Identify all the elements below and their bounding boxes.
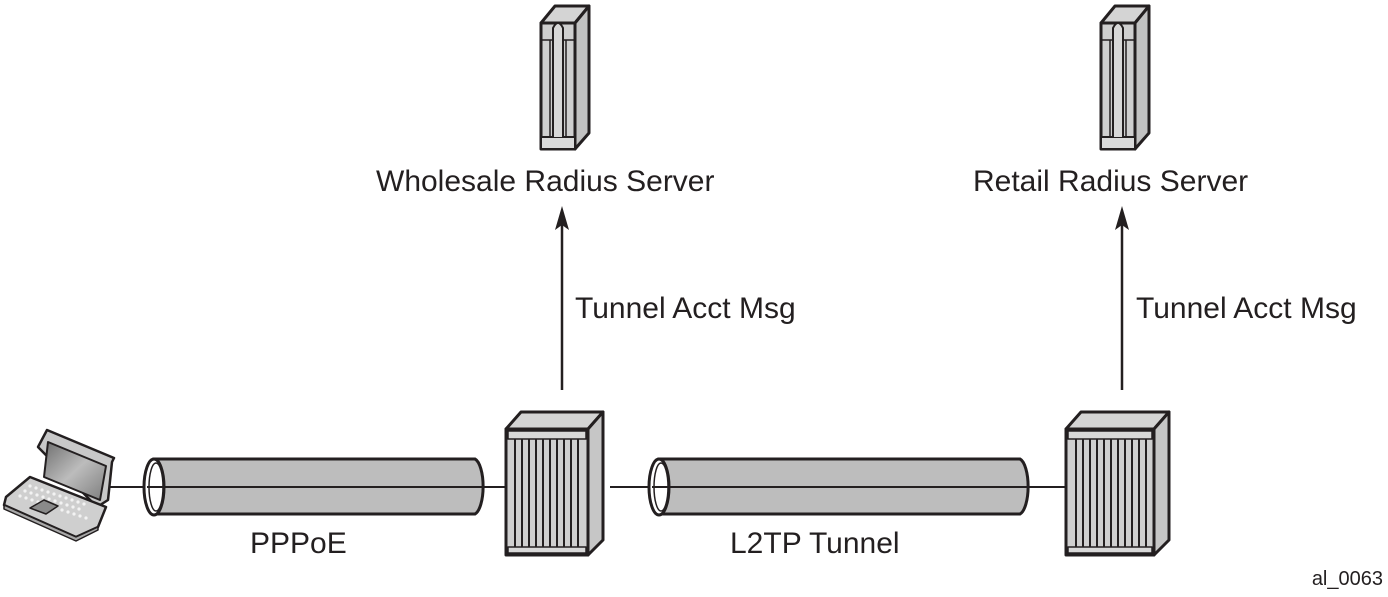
touchpad [29,499,59,515]
l2tp-tunnel-label: L2TP Tunnel [730,527,900,560]
pppoe-tunnel-icon [142,457,485,517]
acct-arrow-wholesale [555,206,569,390]
pppoe-label: PPPoE [250,527,347,560]
keyboard [18,484,88,520]
l2tp-tunnel-icon [647,457,1030,517]
figure-id-label: al_0063 [1311,568,1383,590]
acct-arrow-retail [1115,206,1129,390]
retail-radius-server-label: Retail Radius Server [973,165,1249,198]
wholesale-radius-server-label: Wholesale Radius Server [376,165,715,198]
laptop-icon [2,428,116,542]
lns-router-icon [1064,410,1171,557]
tunnel-acct-msg-label-retail: Tunnel Acct Msg [1136,292,1357,325]
lac-router-icon [504,410,605,557]
wholesale-radius-server-icon [539,4,591,151]
tunnel-acct-msg-label-wholesale: Tunnel Acct Msg [575,292,796,325]
retail-radius-server-icon [1099,4,1151,151]
